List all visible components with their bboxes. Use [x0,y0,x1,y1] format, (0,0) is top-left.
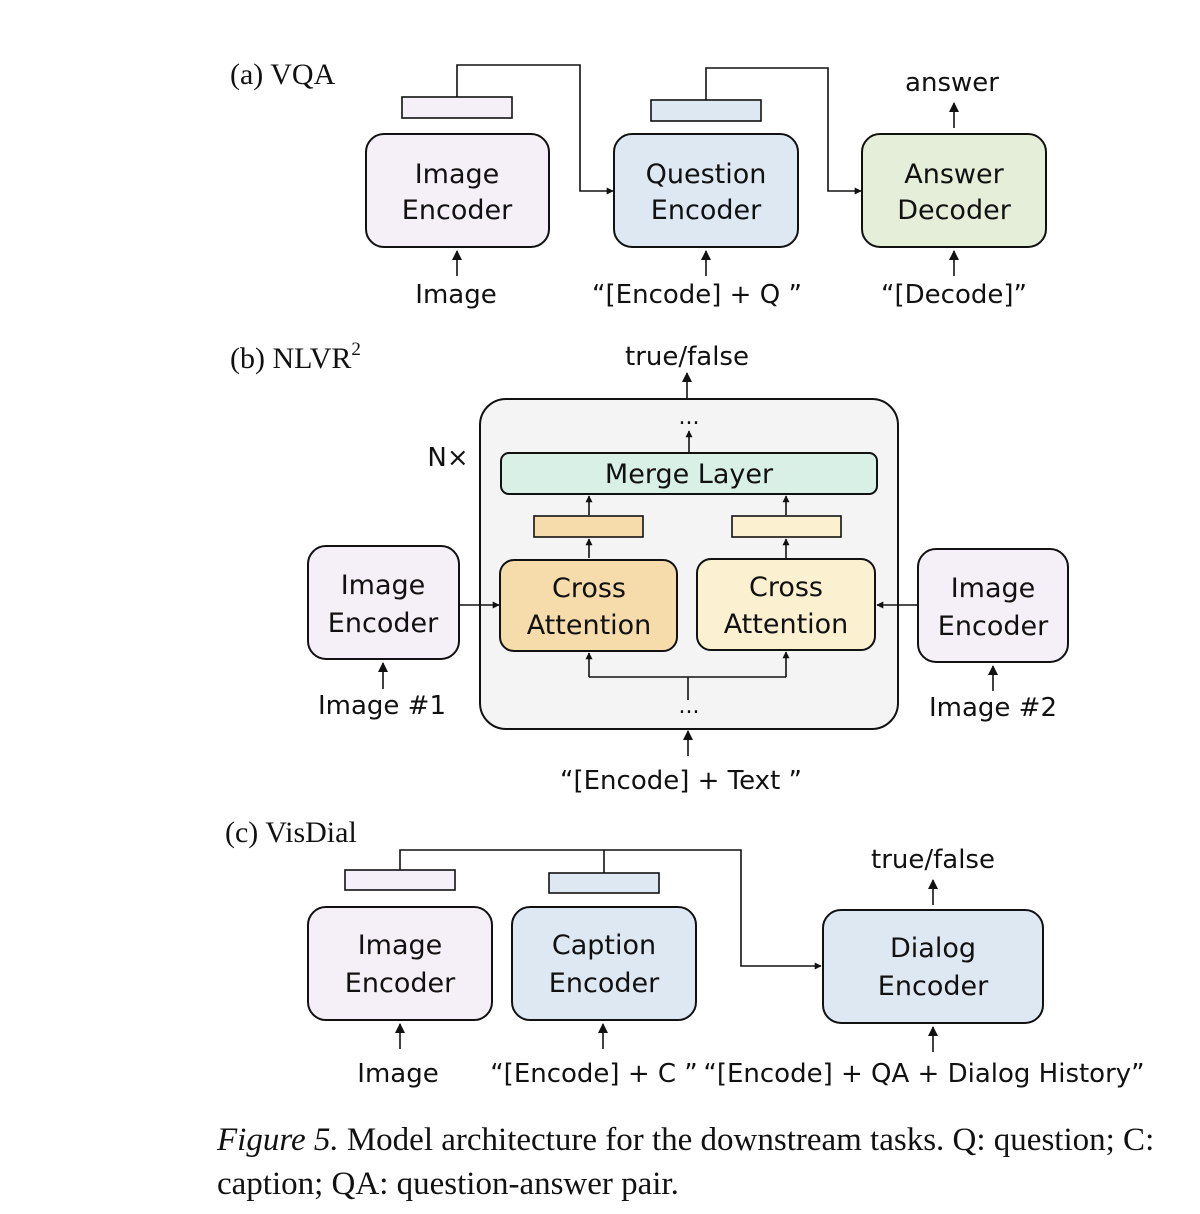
cross-attention-2-box [696,558,876,651]
visdial-image-encoder-label-1: Image [358,930,443,961]
visdial-input-caption: “[Encode] + C ” [490,1059,698,1089]
nlvr-input-text: “[Encode] + Text ” [560,766,802,796]
nlvr-title-superscript: 2 [351,339,361,360]
question-encoder-label-1: Question [646,159,767,190]
nlvr-input-image-2: Image #2 [929,693,1057,723]
nlvr-image-encoder-1-box [307,545,460,660]
nlvr-title: (b) NLVR2 [230,339,361,375]
dialog-encoder-label-1: Dialog [890,933,976,964]
cross-attention-2-label-1: Cross [749,572,823,603]
cross-attention-1-box [499,559,678,652]
vqa-image-encoder-box [365,133,550,248]
visdial-image-feature-bar [344,869,456,891]
caption-encoder-box [511,906,697,1021]
nlvr-section: (b) NLVR2 true/false N× ... Merge Layer … [230,339,1069,796]
nlvr-title-main: (b) NLVR [230,342,351,375]
image-feature-bar [401,96,513,119]
nlvr-image-encoder-2-label-2: Encoder [938,611,1049,642]
nlvr-image-encoder-2-box [917,548,1069,663]
figure-caption-text: Model architecture for the downstream ta… [217,1122,1155,1202]
nlvr-input-image-1: Image #1 [318,691,446,721]
figure-caption-label: Figure 5. [217,1122,339,1158]
cross-attention-2-feature-bar [731,515,842,538]
nlvr-top-dots: ... [679,405,700,430]
visdial-input-image: Image [357,1059,438,1089]
visdial-image-encoder-label-2: Encoder [345,968,456,999]
vqa-input-decode: “[Decode]” [881,280,1027,310]
visdial-image-encoder-box [307,906,493,1021]
caption-encoder-label-2: Encoder [549,968,660,999]
nlvr-bottom-dots: ... [679,694,700,719]
dialog-encoder-box [822,909,1044,1024]
vqa-input-question: “[Encode] + Q ” [592,280,802,310]
cross-attention-1-label-2: Attention [527,610,652,641]
nlvr-image-encoder-1-label-2: Encoder [328,608,439,639]
figure-caption: Figure 5. Model architecture for the dow… [217,1118,1177,1206]
nlvr-repeat-label: N× [427,443,468,473]
cross-attention-2-label-2: Attention [724,609,849,640]
question-encoder-box [613,133,799,248]
vqa-title: (a) VQA [230,58,336,91]
question-encoder-label-2: Encoder [651,195,762,226]
answer-decoder-label-2: Decoder [897,195,1012,226]
vqa-section: (a) VQA Image Encoder Question Encoder A… [230,58,1047,310]
vqa-image-encoder-label-2: Encoder [402,195,513,226]
caption-encoder-label-1: Caption [552,930,656,961]
visdial-section: (c) VisDial Image Encoder Caption Encode… [225,816,1145,1089]
merge-layer-box [500,452,878,495]
cross-attention-1-feature-bar [533,515,644,538]
answer-decoder-label-1: Answer [904,159,1004,190]
merge-layer-label: Merge Layer [605,459,774,490]
answer-decoder-box [861,133,1047,248]
dialog-encoder-label-2: Encoder [878,971,989,1002]
encoders-to-dialog-connector [399,849,822,970]
nlvr-image-encoder-2-label-1: Image [951,573,1036,604]
vqa-input-image: Image [415,280,496,310]
vqa-image-encoder-label-1: Image [415,159,500,190]
visdial-output: true/false [871,845,995,875]
vqa-output-answer: answer [905,68,999,98]
visdial-title: (c) VisDial [225,816,357,849]
visdial-input-dialog: “[Encode] + QA + Dialog History” [703,1059,1144,1089]
nlvr-output: true/false [625,342,749,372]
question-feature-bar [650,99,762,122]
nlvr-image-encoder-1-label-1: Image [341,570,426,601]
image-to-question-connector [456,64,614,195]
visdial-caption-feature-bar [548,872,660,894]
question-to-answer-connector [705,67,862,195]
cross-attention-1-label-1: Cross [552,573,626,604]
